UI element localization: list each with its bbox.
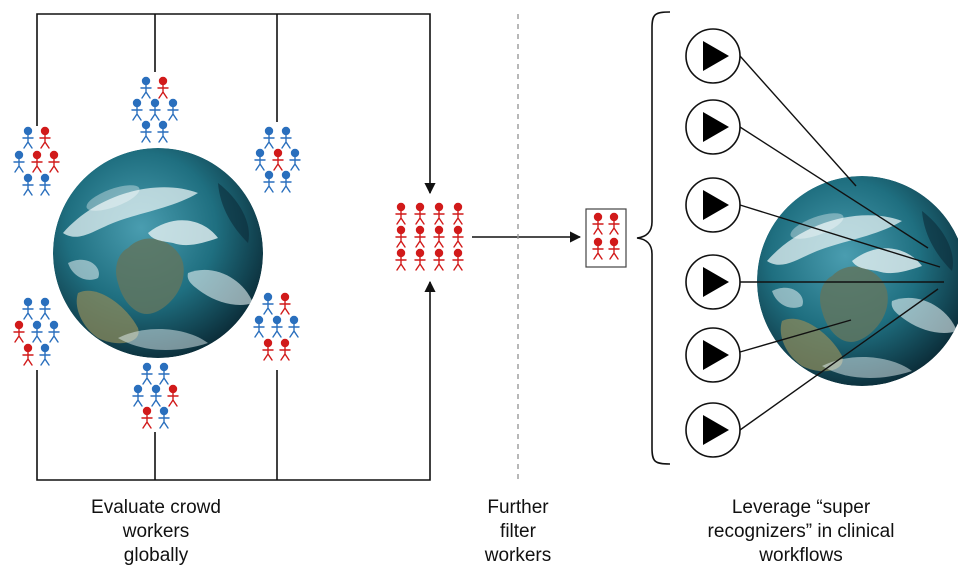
caption-line: Leverage “super — [731, 497, 871, 518]
earth-globe-icon-left — [53, 148, 263, 358]
play-icon[interactable] — [685, 402, 741, 458]
caption-leverage-recognizers: Leverage “super recognizers” in clinical… — [676, 496, 926, 568]
caption-line: recognizers” in clinical — [707, 521, 895, 542]
worker-group-lower-left — [13, 297, 60, 366]
play-icon[interactable] — [685, 28, 741, 84]
worker-group-lower-right — [253, 292, 300, 361]
play-icon[interactable] — [685, 254, 741, 310]
worker-group-top — [131, 76, 179, 143]
caption-line: Further — [487, 497, 549, 518]
caption-line: workers — [484, 545, 552, 566]
caption-line: globally — [123, 545, 189, 566]
caption-line: workflows — [759, 545, 843, 566]
earth-globe-icon-right — [757, 176, 958, 386]
filtered-worker-box — [585, 208, 627, 268]
caption-line: Evaluate crowd — [91, 497, 221, 518]
worker-group-upper-right — [254, 126, 301, 193]
caption-line: filter — [500, 521, 536, 542]
candidate-worker-grid — [395, 202, 464, 271]
recognizer-links — [739, 55, 944, 431]
connector-lines-left — [36, 13, 436, 481]
caption-line: workers — [122, 521, 190, 542]
super-recognizer-list — [685, 28, 741, 458]
worker-group-upper-left — [13, 126, 60, 196]
play-icon[interactable] — [685, 99, 741, 155]
caption-evaluate-workers: Evaluate crowd workers globally — [66, 496, 246, 568]
curly-brace — [636, 11, 671, 465]
caption-filter-workers: Further filter workers — [448, 496, 588, 568]
play-icon[interactable] — [685, 177, 741, 233]
play-icon[interactable] — [685, 327, 741, 383]
worker-group-bottom — [132, 362, 179, 429]
